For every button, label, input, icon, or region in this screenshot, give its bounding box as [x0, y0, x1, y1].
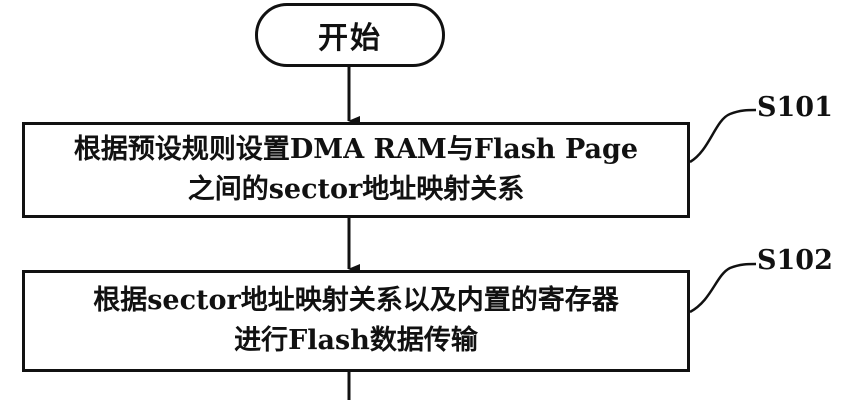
leader-s102	[689, 262, 757, 314]
process-box-s102: 根据sector地址映射关系以及内置的寄存器 进行Flash数据传输	[22, 270, 690, 372]
s101-text-line-1: 根据预设规则设置DMA RAM与Flash Page	[73, 134, 639, 165]
process-box-s101: 根据预设规则设置DMA RAM与Flash Page 之间的sector地址映射…	[22, 122, 690, 218]
s102-text-line-1: 根据sector地址映射关系以及内置的寄存器	[93, 285, 619, 316]
step-label-s101: S101	[757, 92, 833, 123]
leader-s101	[689, 108, 757, 164]
s102-text-line-2: 进行Flash数据传输	[234, 325, 478, 356]
s101-text-line-2: 之间的sector地址映射关系	[187, 174, 525, 205]
start-terminal: 开始	[255, 3, 445, 67]
start-label: 开始	[318, 21, 382, 56]
step-label-s102: S102	[757, 245, 833, 276]
